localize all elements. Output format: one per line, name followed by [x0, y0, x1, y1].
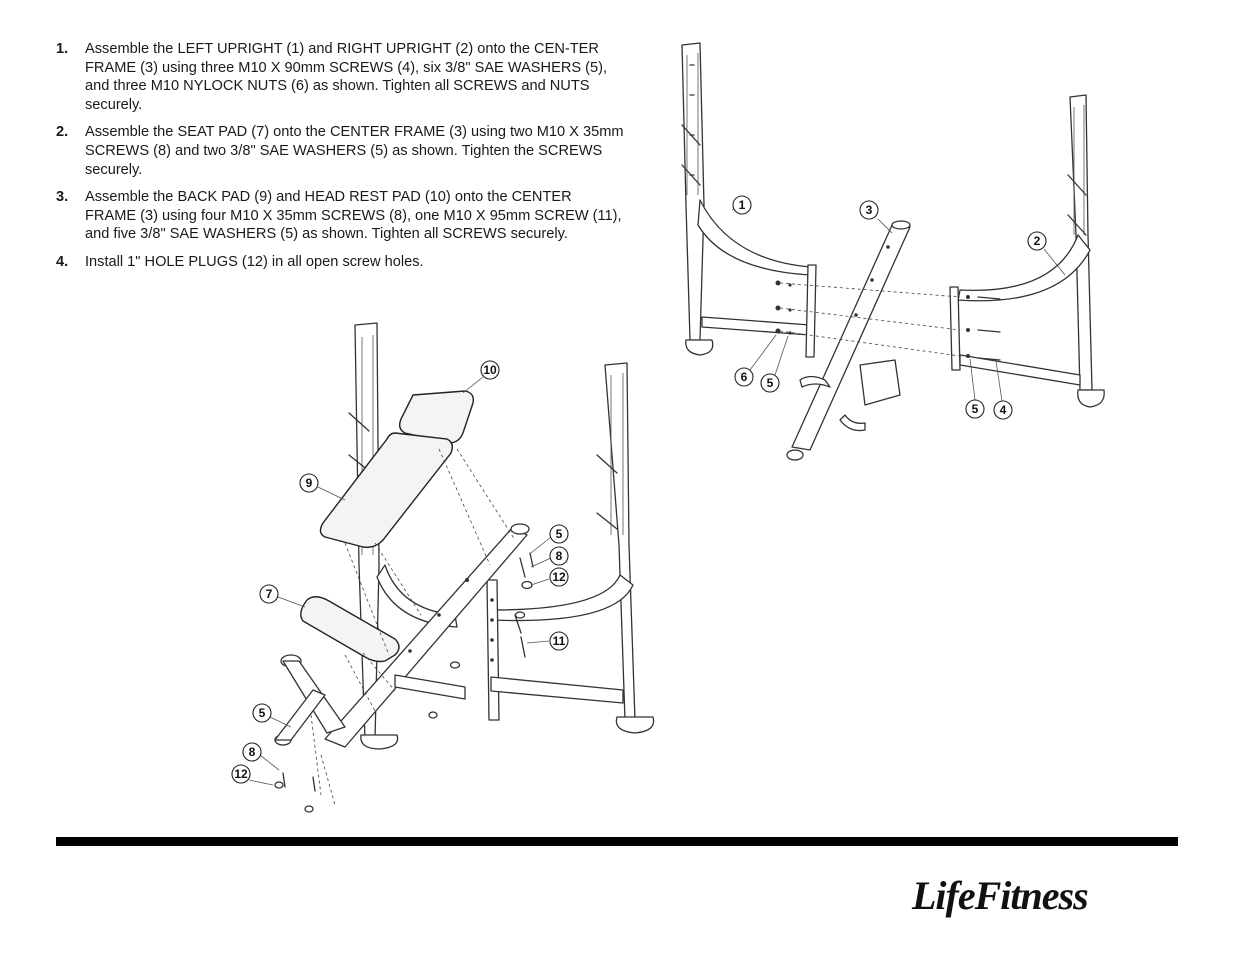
- callout-12: 12: [231, 764, 274, 786]
- step-text: Assemble the SEAT PAD (7) onto the CENTE…: [85, 124, 624, 178]
- svg-text:10: 10: [483, 363, 497, 377]
- svg-text:2: 2: [1034, 234, 1041, 248]
- svg-text:12: 12: [234, 767, 248, 781]
- frame-assembly-diagram: 1 3 2 6 5 5 4: [681, 42, 1105, 461]
- assembly-steps: 1. Assemble the LEFT UPRIGHT (1) and RIG…: [56, 40, 626, 281]
- svg-text:1: 1: [739, 198, 746, 212]
- svg-text:12: 12: [552, 570, 566, 584]
- step-text: Assemble the LEFT UPRIGHT (1) and RIGHT …: [85, 41, 608, 113]
- step-item: 4. Install 1" HOLE PLUGS (12) in all ope…: [56, 253, 626, 272]
- callout-6: 6: [734, 334, 777, 387]
- svg-text:8: 8: [249, 745, 256, 759]
- callout-10: 10: [462, 360, 500, 394]
- hardware: [274, 552, 534, 813]
- seat-pad: [300, 596, 400, 663]
- callout-5: 5: [530, 524, 569, 554]
- callout-12: 12: [530, 567, 569, 587]
- step-item: 3. Assemble the BACK PAD (9) and HEAD RE…: [56, 188, 626, 244]
- svg-text:11: 11: [553, 634, 566, 648]
- callout-7: 7: [259, 584, 306, 608]
- svg-text:7: 7: [266, 587, 273, 601]
- svg-text:8: 8: [556, 549, 563, 563]
- step-item: 1. Assemble the LEFT UPRIGHT (1) and RIG…: [56, 40, 626, 114]
- svg-text:9: 9: [306, 476, 313, 490]
- right-upright: [949, 94, 1105, 408]
- step-text: Assemble the BACK PAD (9) and HEAD REST …: [85, 189, 622, 243]
- callout-8: 8: [530, 546, 569, 568]
- center-frame: [786, 220, 911, 461]
- svg-text:5: 5: [259, 706, 266, 720]
- step-number: 3.: [56, 189, 69, 206]
- svg-text:4: 4: [1000, 403, 1007, 417]
- back-pad: [319, 432, 454, 549]
- step-number: 4.: [56, 253, 69, 270]
- callout-3: 3: [859, 200, 893, 234]
- svg-text:5: 5: [972, 402, 979, 416]
- callout-4: 4: [993, 360, 1013, 420]
- callout-8: 8: [242, 742, 280, 771]
- svg-text:5: 5: [767, 376, 774, 390]
- step-text: Install 1" HOLE PLUGS (12) in all open s…: [85, 253, 424, 270]
- brand-logo: LifeFitness: [912, 873, 1089, 918]
- svg-text:6: 6: [741, 370, 748, 384]
- callout-5: 5: [252, 703, 292, 728]
- svg-text:5: 5: [556, 527, 563, 541]
- step-number: 1.: [56, 41, 69, 57]
- svg-text:3: 3: [866, 203, 873, 217]
- callout-1: 1: [731, 195, 752, 215]
- callout-5: 5: [965, 358, 985, 419]
- pad-assembly-diagram: 10 9 5 8 12 7 11 5 8 12: [231, 322, 655, 813]
- callout-9: 9: [299, 473, 346, 501]
- callout-2: 2: [1027, 231, 1066, 276]
- step-item: 2. Assemble the SEAT PAD (7) onto the CE…: [56, 123, 626, 179]
- head-rest-pad: [398, 390, 475, 444]
- center-frame: [274, 523, 530, 748]
- callout-11: 11: [526, 631, 569, 651]
- footer-rule: [56, 837, 1178, 846]
- callout-5: 5: [760, 335, 789, 393]
- step-number: 2.: [56, 124, 69, 141]
